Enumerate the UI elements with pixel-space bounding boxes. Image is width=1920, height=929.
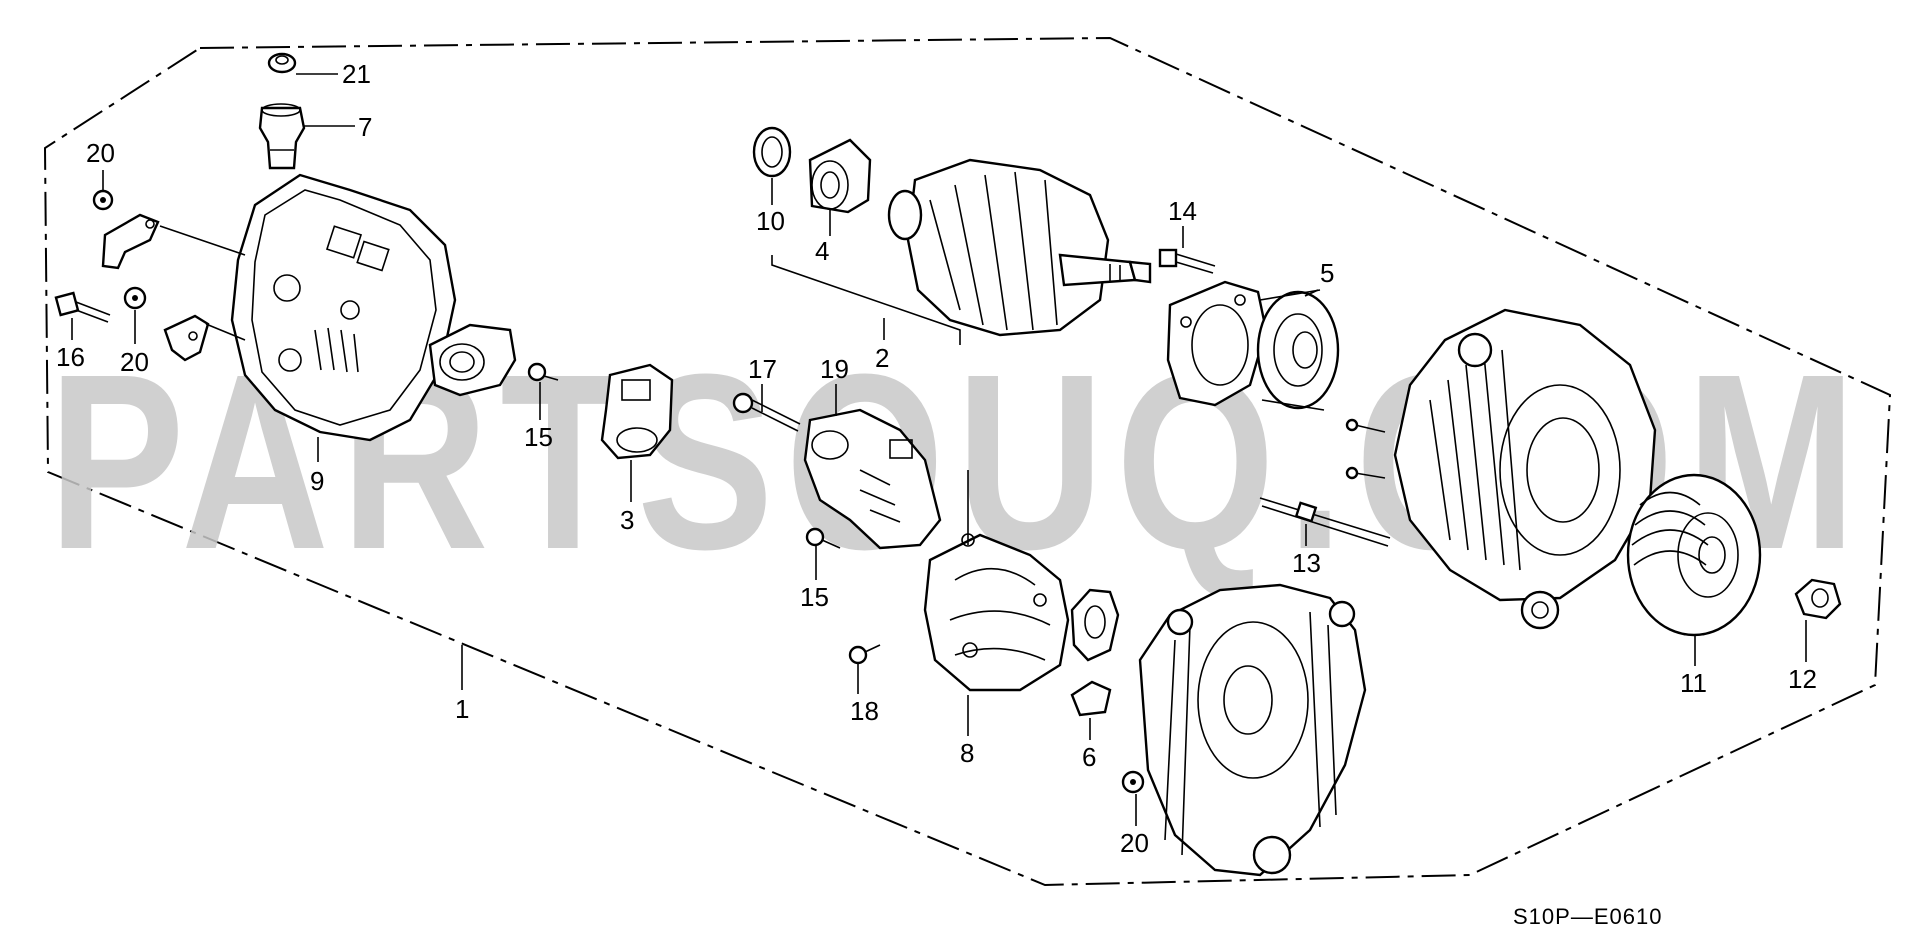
flange-nut-part[interactable] bbox=[123, 286, 147, 310]
callout-3: 3 bbox=[620, 505, 634, 535]
screw-part[interactable] bbox=[805, 527, 841, 549]
bolt-part[interactable] bbox=[1158, 248, 1216, 274]
callout-19: 19 bbox=[820, 354, 849, 384]
through-bolt-part[interactable] bbox=[1259, 497, 1391, 547]
callout-15-left: 15 bbox=[524, 422, 553, 452]
insulator-part[interactable] bbox=[1070, 680, 1112, 717]
drive-end-bearing-part[interactable] bbox=[1256, 289, 1340, 411]
rotor-bearing-part[interactable] bbox=[808, 138, 872, 214]
drive-end-frame-part[interactable] bbox=[1393, 308, 1657, 630]
insulator-washer-part[interactable] bbox=[1070, 588, 1120, 662]
terminal-lug-part[interactable] bbox=[1345, 418, 1386, 480]
assembly-boundary-outline bbox=[43, 36, 1892, 887]
callout-5: 5 bbox=[1320, 258, 1334, 288]
callout-15-mid: 15 bbox=[800, 582, 829, 612]
bolt-part[interactable] bbox=[732, 392, 801, 432]
brush-holder-part[interactable] bbox=[600, 363, 674, 460]
seal-part[interactable] bbox=[752, 126, 792, 178]
pulley-nut-part[interactable] bbox=[1794, 578, 1842, 620]
callout-4: 4 bbox=[815, 236, 829, 266]
callout-1: 1 bbox=[455, 694, 469, 724]
terminal-plate-part[interactable] bbox=[163, 314, 210, 362]
pulley-part[interactable] bbox=[1626, 473, 1762, 637]
diagram-code: S10P—E0610 bbox=[1513, 904, 1662, 929]
callout-8: 8 bbox=[960, 738, 974, 768]
callout-11: 11 bbox=[1680, 668, 1707, 698]
screw-part[interactable] bbox=[527, 362, 559, 382]
terminal-insulator-part[interactable] bbox=[258, 103, 306, 170]
callout-2: 2 bbox=[875, 343, 889, 373]
callout-18: 18 bbox=[850, 696, 879, 726]
rear-cover-part[interactable] bbox=[230, 173, 457, 442]
bearing-retainer-part[interactable] bbox=[428, 323, 517, 397]
callout-10: 10 bbox=[756, 206, 785, 236]
callout-21: 21 bbox=[342, 59, 371, 89]
terminal-bracket-part[interactable] bbox=[101, 213, 160, 270]
rotor-part[interactable] bbox=[887, 158, 1152, 337]
callout-17: 17 bbox=[748, 354, 777, 384]
flange-nut-part[interactable] bbox=[92, 189, 114, 211]
rear-frame-stator-part[interactable] bbox=[1138, 583, 1367, 877]
callout-16: 16 bbox=[56, 342, 85, 372]
callout-9: 9 bbox=[310, 466, 324, 496]
callout-20-bottom: 20 bbox=[1120, 828, 1149, 858]
bolt-part[interactable] bbox=[54, 291, 111, 323]
callout-12: 12 bbox=[1788, 664, 1817, 694]
callout-14: 14 bbox=[1168, 196, 1197, 226]
callout-13: 13 bbox=[1292, 548, 1321, 578]
rectifier-part[interactable] bbox=[923, 470, 1070, 692]
nut-part[interactable] bbox=[267, 52, 297, 74]
callout-7: 7 bbox=[358, 112, 372, 142]
screw-part[interactable] bbox=[848, 644, 881, 665]
callout-20-mid: 20 bbox=[120, 347, 149, 377]
callout-20-top: 20 bbox=[86, 138, 115, 168]
voltage-regulator-part[interactable] bbox=[803, 408, 942, 550]
bearing-retainer-plate-part[interactable] bbox=[1166, 280, 1268, 407]
callout-6: 6 bbox=[1082, 742, 1096, 772]
flange-nut-part[interactable] bbox=[1121, 770, 1145, 794]
